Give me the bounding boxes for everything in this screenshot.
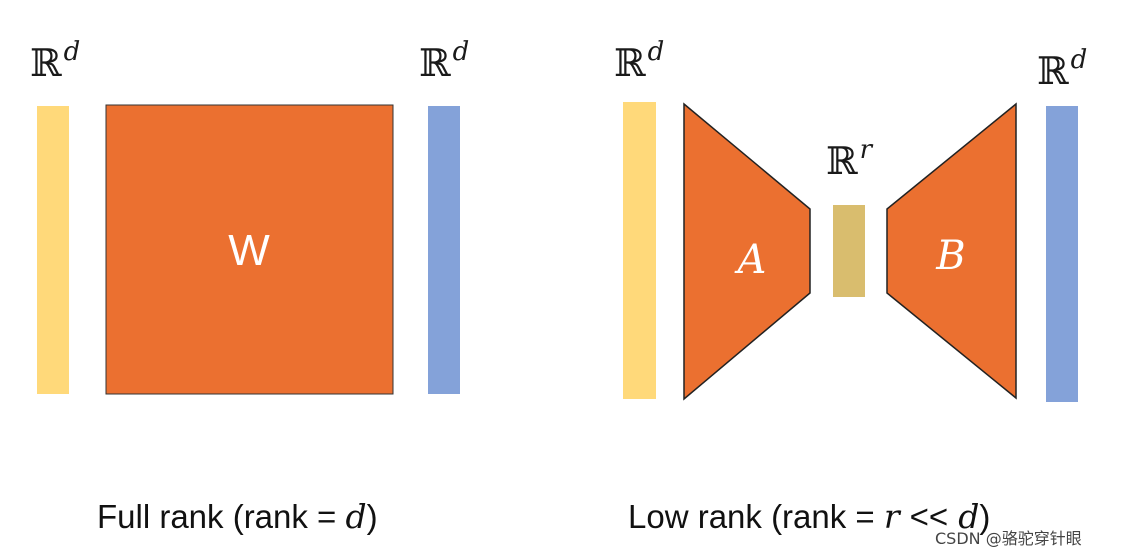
caption-variable: d: [345, 497, 367, 536]
full-rank-caption: Full rank (rank = d): [97, 500, 378, 533]
space-exponent: r: [859, 135, 873, 165]
low-rank-bottleneck-bar: [833, 205, 865, 297]
space-symbol: ℝ: [1037, 49, 1069, 93]
caption-text: Full rank (rank =: [97, 498, 346, 535]
low-rank-input-bar: [623, 102, 656, 399]
low-rank-input-space-label: ℝd: [614, 39, 664, 85]
full-rank-matrix-w: [105, 104, 394, 395]
matrix-a-label: A: [737, 237, 767, 283]
matrix-w-label: W: [228, 226, 270, 275]
full-rank-output-space-label: ℝd: [419, 39, 469, 85]
matrix-b-label: B: [936, 233, 966, 279]
full-rank-output-bar: [428, 106, 460, 394]
low-rank-matrix-b: [886, 102, 1017, 400]
space-exponent: d: [452, 37, 470, 67]
full-rank-input-space-label: ℝd: [30, 39, 80, 85]
caption-variable: r: [883, 497, 900, 536]
caption-operator: <<: [909, 498, 949, 535]
space-exponent: d: [647, 37, 665, 67]
space-symbol: ℝ: [419, 41, 451, 85]
full-rank-input-bar: [37, 106, 69, 394]
low-rank-bottleneck-space-label: ℝr: [826, 137, 872, 183]
low-rank-caption: Low rank (rank = r<<d): [628, 500, 990, 533]
watermark: CSDN @骆驼穿针眼: [935, 529, 1082, 548]
space-symbol: ℝ: [30, 41, 62, 85]
space-symbol: ℝ: [826, 139, 858, 183]
caption-text: ): [979, 498, 991, 535]
caption-variable: d: [958, 497, 980, 536]
low-rank-output-bar: [1046, 106, 1078, 402]
caption-text: Low rank (rank =: [628, 498, 884, 535]
space-exponent: d: [63, 37, 81, 67]
low-rank-output-space-label: ℝd: [1037, 47, 1087, 93]
space-symbol: ℝ: [614, 41, 646, 85]
space-exponent: d: [1070, 45, 1088, 75]
low-rank-matrix-a: [683, 102, 811, 401]
caption-text: ): [366, 498, 378, 535]
